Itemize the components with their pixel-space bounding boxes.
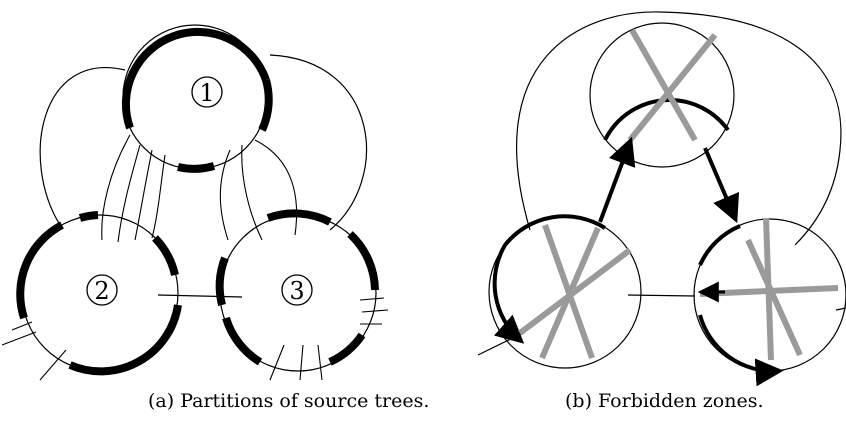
arrow-2-to-1 — [598, 136, 636, 223]
caption-panel-a: (a) Partitions of source trees. — [148, 390, 430, 412]
outer-curve-left — [39, 67, 126, 226]
chords-1-3 — [219, 139, 298, 241]
node-2-marker — [86, 274, 118, 306]
node-3-label: 3 — [289, 277, 304, 305]
panel-b — [477, 11, 846, 387]
forbidden-circle-2 — [477, 214, 642, 369]
node-3-marker — [281, 274, 313, 306]
partition-circle-3: 3 — [215, 209, 389, 381]
node-1-label: 1 — [199, 79, 214, 107]
partition-circle-2: 2 — [1, 211, 182, 381]
node-2-label: 2 — [94, 277, 109, 305]
outer-curve-b — [516, 11, 842, 246]
forbidden-circle-1 — [589, 22, 735, 168]
forbidden-circle-3 — [693, 217, 846, 387]
outer-curve-right — [269, 54, 368, 231]
panel-a: 1 2 — [1, 24, 389, 381]
partition-circle-1: 1 — [121, 24, 273, 173]
chords-1-2 — [101, 134, 166, 243]
node-1-marker — [191, 76, 223, 108]
link-b-2-3 — [627, 294, 696, 297]
arrow-1-to-3 — [703, 147, 740, 224]
caption-panel-b: (b) Forbidden zones. — [565, 390, 764, 412]
link-2-3 — [157, 294, 243, 298]
